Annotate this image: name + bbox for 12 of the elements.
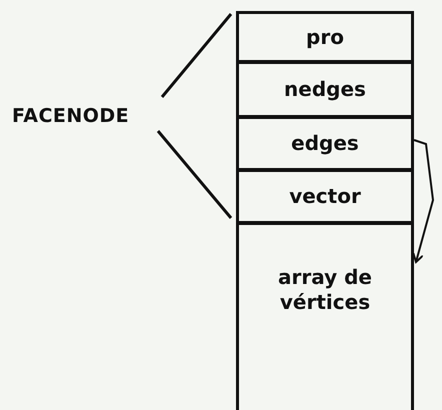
field-cell [236,61,414,118]
field-cell [236,11,414,63]
field-name: nedges [284,77,366,102]
field-name: vector [289,184,361,209]
field-name: array de vértices [277,265,373,315]
arrow [412,139,434,263]
field-name: edges [291,131,359,156]
field-name: pro [306,24,344,50]
field-cell [236,116,414,171]
field-cell [236,222,414,410]
structure-label: FACENODE [12,104,130,129]
field-cell [236,169,414,224]
